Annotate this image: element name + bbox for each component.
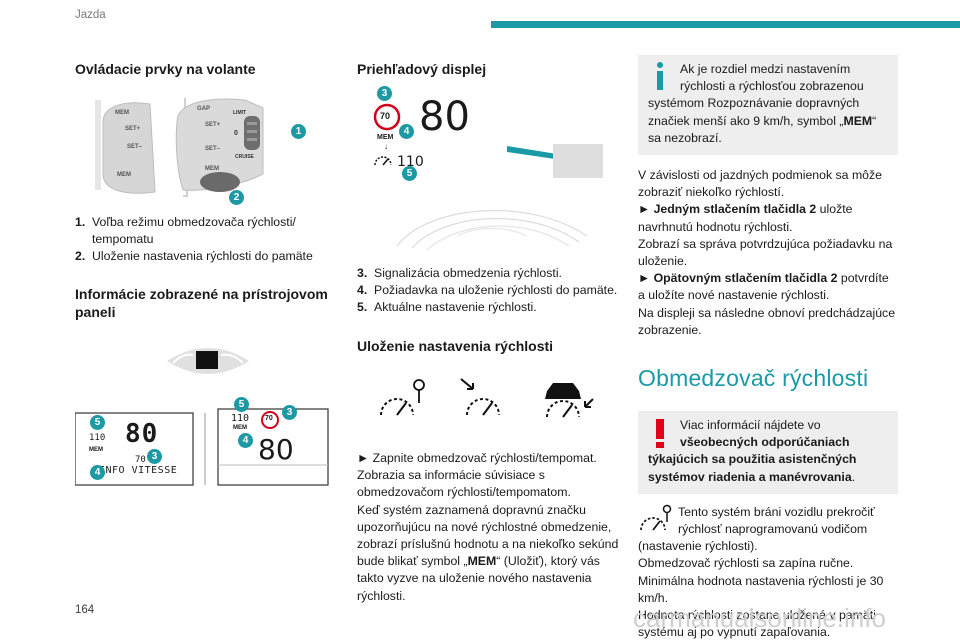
save-instructions: V závislosti od jazdných podmienok sa mô… [638,167,898,339]
limiter-description: Tento systém bráni vozidlu prekročiť rýc… [638,504,898,640]
stalk-label-mem-2: MEM [117,172,131,178]
adaptive-cruise-icon [545,383,594,418]
list-item: 4.Požiadavka na uloženie rýchlosti do pa… [357,283,618,297]
stalk-label-gap: GAP [197,106,211,112]
hud-speed: 80 [419,94,470,140]
watermark: carmanualsonline.info [633,603,886,633]
display-right-sign: 70 [265,415,273,422]
para-multiple-speeds: V závislosti od jazdných podmienok sa mô… [638,168,883,200]
callout-badge-5-left: 5 [90,415,105,430]
display-left-info: INFO VITESSE [99,465,178,476]
para-info-displayed: Zobrazia sa informácie súvisiace s obmed… [357,468,571,500]
heading-steering-controls: Ovládacie prvky na volante [75,61,256,77]
stalk-label-zero: 0 [234,130,238,137]
para-new-limit: Keď systém zaznamená dopravnú značku upo… [357,502,619,603]
para-confirmation: Zobrazí sa správa potvrdzujúca požiadavk… [638,236,893,269]
display-left-small: 110 [89,433,106,443]
limiter-icon [380,379,425,416]
info-box-mem: Ak je rozdiel medzi nastavením rýchlosti… [638,55,898,156]
hud-small: 110 [397,154,424,170]
stalk-label-cruise: CRUISE [235,154,254,160]
para-system-prevents: Tento systém bráni vozidlu prekročiť rýc… [638,504,875,554]
callout-badge-4-right: 4 [238,433,253,448]
steering-stalk-illustration: MEM SET+ SET– MEM GAP SET+ SET– MEM LIMI… [95,92,306,205]
warning-box: Viac informácií nájdete vo všeobecných o… [638,411,898,494]
stalk-label-set-plus: SET+ [125,126,141,132]
stalk-label-mem: MEM [115,110,129,116]
callout-badge-4-left: 4 [90,465,105,480]
para-minimum-speed: Minimálna hodnota nastavenia rýchlosti j… [638,573,884,605]
display-left-limit: 70 [135,455,146,465]
heading-hud: Priehľadový displej [357,61,487,77]
column-middle: Priehľadový displej 70 80 MEM ↓ 110 3 4 … [357,60,619,605]
step-switch-on: ► Zapnite obmedzovač rýchlosti/tempomat. [357,451,597,465]
column-left: Ovládacie prvky na volante MEM SET+ SET–… [75,60,337,493]
save-speed-icons [377,377,607,421]
callout-badge-3-left: 3 [147,449,162,464]
display-left-speed: 80 [125,419,159,449]
para-restore: Na displeji sa následne obnoví predchádz… [638,305,896,337]
hud-sign-value: 70 [380,111,391,121]
instrument-displays: 80 110 MEM 70 INFO VITESSE 5 3 4 110 MEM… [75,397,345,493]
list-item: 1.Voľba režimu obmedzovača rýchlosti/ te… [75,215,296,246]
callout-badge-3-right: 3 [282,405,297,420]
hud-list: 3.Signalizácia obmedzenia rýchlosti. 4.P… [357,265,619,316]
display-right-small: 110 [231,413,250,424]
callout-badge-4: 4 [399,124,414,139]
controls-list: 1.Voľba režimu obmedzovača rýchlosti/ te… [75,214,337,265]
step-press-again: ► Opätovným stlačením tlačidla 2 potvrdí… [638,271,889,303]
speedometer-icon [374,156,392,166]
list-item: 2.Uloženie nastavenia rýchlosti do pamät… [75,249,313,263]
heading-save-speed: Uloženie nastavenia rýchlosti [357,338,554,354]
info-icon [648,61,672,95]
para-memory: Hodnota rýchlosti zostane uložená v pamä… [638,608,876,640]
display-right-mem: MEM [233,425,247,431]
stalk-label-set-minus-right: SET– [205,146,221,152]
header-accent-bar [491,21,960,28]
callout-badge-2: 2 [229,190,244,205]
stalk-label-set-minus: SET– [127,144,143,150]
running-header: Jazda [75,9,106,21]
step-press-once: ► Jedným stlačením tlačidla 2 uložte nav… [638,202,853,234]
dashboard-illustration [163,341,253,381]
warning-icon [648,417,672,451]
save-speed-text: ► Zapnite obmedzovač rýchlosti/tempomat.… [357,450,619,605]
list-item: 5.Aktuálne nastavenie rýchlosti. [357,300,537,314]
section-title-speed-limiter: Obmedzovač rýchlosti [638,365,869,392]
stalk-label-limit: LIMIT [233,110,247,116]
callout-badge-1: 1 [291,124,306,139]
stalk-label-mem-right: MEM [205,166,219,172]
display-left-mem: MEM [89,447,103,453]
callout-badge-5-right: 5 [234,397,249,412]
limiter-icon-inline [640,504,672,531]
stalk-label-set-plus-right: SET+ [205,122,221,128]
hud-mem: MEM [377,134,394,141]
callout-badge-5: 5 [402,166,417,181]
display-right-speed: 80 [258,433,294,466]
callout-badge-3: 3 [377,86,392,101]
hud-illustration: 70 80 MEM ↓ 110 3 4 5 [357,86,607,252]
cruise-control-icon [460,378,500,416]
column-right: Ak je rozdiel medzi nastavením rýchlosti… [638,55,898,640]
page-number: 164 [75,604,95,616]
para-manual-activation: Obmedzovač rýchlosti sa zapína ručne. [638,556,854,571]
hud-down-arrow: ↓ [384,142,388,151]
list-item: 3.Signalizácia obmedzenia rýchlosti. [357,266,562,280]
